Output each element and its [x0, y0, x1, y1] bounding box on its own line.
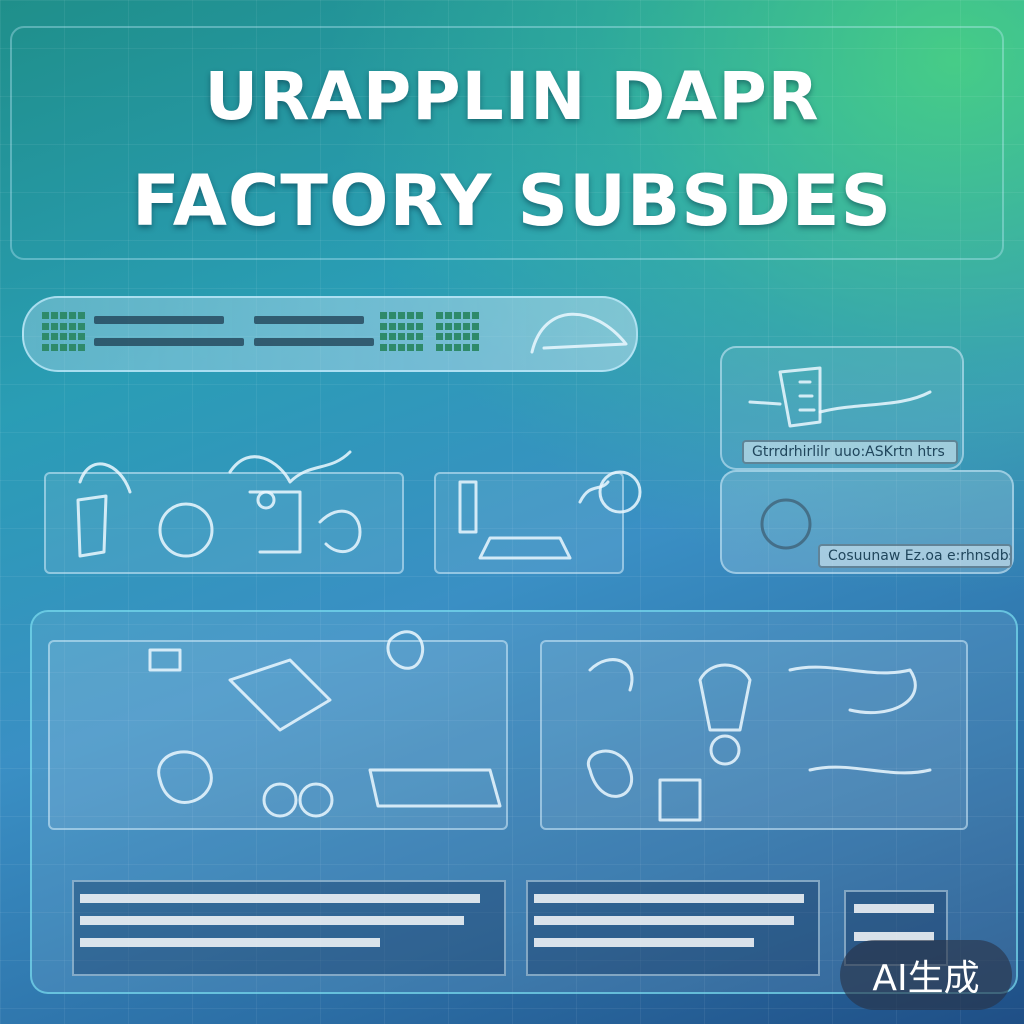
ai-generated-badge: AI生成 — [840, 940, 1012, 1010]
glyph-block — [380, 312, 423, 352]
glyph-scribble — [94, 316, 224, 324]
building-sketch-icon — [748, 366, 932, 428]
lower-panel-left — [48, 640, 508, 830]
glyph-banner — [22, 296, 638, 372]
title-line-2: FACTORY SUBSDES — [131, 160, 893, 242]
glyph-scribble — [254, 316, 364, 324]
glyph-block — [42, 312, 85, 352]
text-block-right — [526, 880, 820, 976]
dial-icon — [760, 498, 812, 550]
glyph-block — [436, 312, 479, 352]
text-block-left — [72, 880, 506, 976]
gear-sketch-icon — [458, 470, 642, 560]
workshop-sketch-icon — [148, 630, 502, 818]
machine-sketch-icon — [76, 450, 362, 558]
caption-right-top: Gtrrdrhirlilr uuo:ASKrtn htrs — [742, 440, 958, 464]
caption-right-mid: Cosuunaw Ez.oa e:rhnsdbs — [818, 544, 1012, 568]
glyph-scribble — [254, 338, 374, 346]
title-frame — [10, 26, 1004, 260]
glyph-scribble — [94, 338, 244, 346]
title-line-1: URAPPLIN DAPR — [204, 58, 820, 135]
arc-icon — [530, 312, 628, 354]
workers-sketch-icon — [586, 658, 932, 822]
